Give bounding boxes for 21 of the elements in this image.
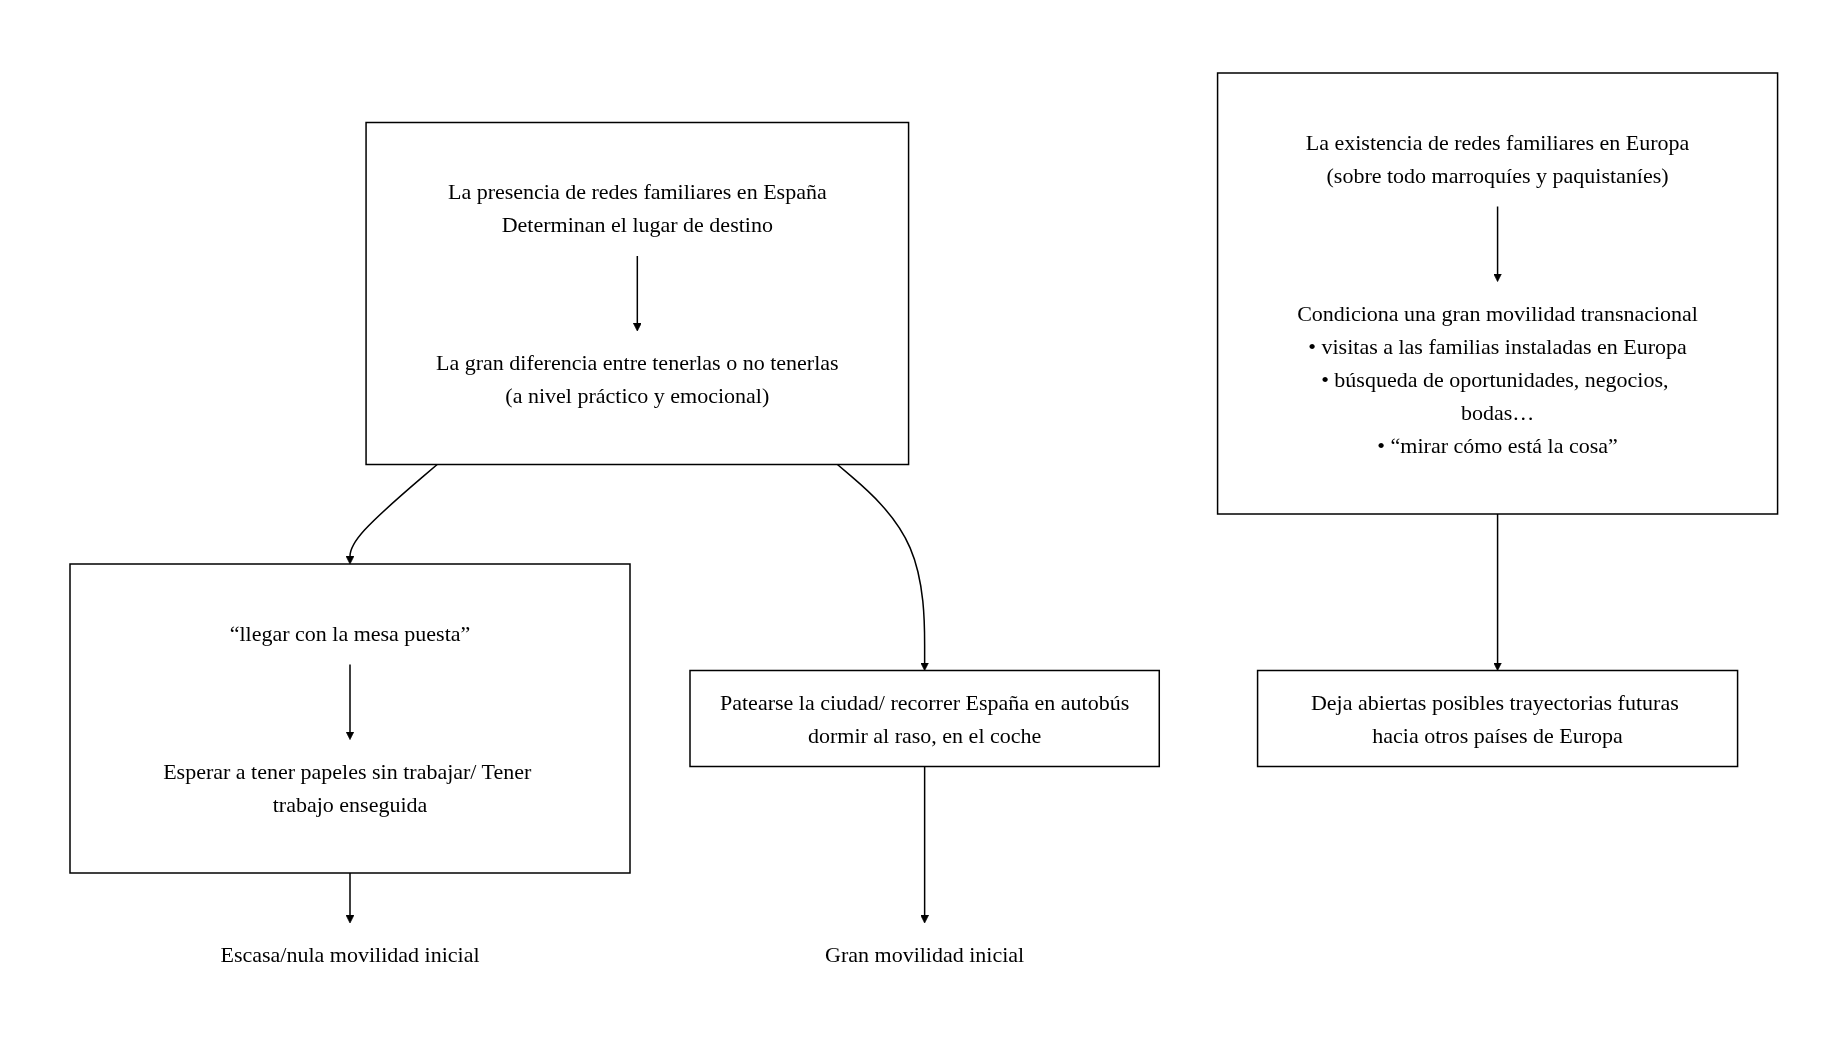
node-text: Gran movilidad inicial (824, 942, 1024, 967)
arrow (1492, 205, 1502, 282)
arrow (345, 872, 355, 924)
node-text: Condiciona una gran movilidad transnacional • visitas a las familias instaladas en Europa • búsqueda de oportunidades, negocios, bodas… • “mirar cómo está la cosa” (1296, 300, 1698, 458)
arrow (345, 463, 438, 565)
node-box: Patearse la ciudad/ recorrer España en autobús dormir al raso, en el coche (688, 669, 1160, 768)
arrow (345, 663, 355, 740)
node-text: “llegar con la mesa puesta” (229, 620, 471, 646)
node-text: Escasa/nula movilidad inicial (220, 942, 480, 967)
cluster (365, 121, 910, 466)
cluster (1216, 72, 1779, 515)
node-text: La gran diferencia entre tenerlas o no tenerlas (a nivel práctico y emocional) (435, 350, 839, 408)
arrow (632, 255, 642, 332)
node-text: La existencia de redes familiares en Europa (sobre todo marroquíes y paquistaníes) (1305, 129, 1690, 188)
arrow (919, 765, 929, 924)
cluster (68, 563, 631, 874)
node-text: Esperar a tener papeles sin trabajar/ Tener trabajo enseguida (162, 758, 532, 817)
node-box: Deja abiertas posibles trayectorias futuras hacia otros países de Europa (1256, 669, 1739, 768)
node-text: La presencia de redes familiares en España Determinan el lugar de destino (447, 179, 827, 237)
arrow (1492, 513, 1502, 671)
arrow (836, 463, 929, 671)
